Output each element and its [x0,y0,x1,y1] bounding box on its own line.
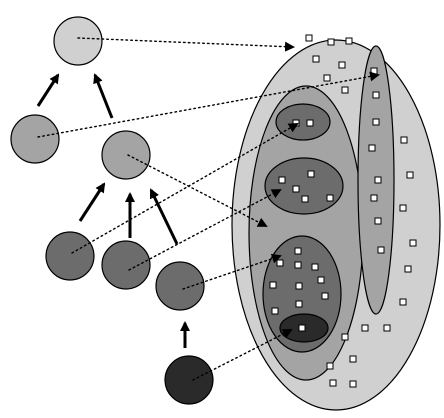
edge-right-child-to-root [93,73,114,119]
point [305,34,313,42]
point [295,300,303,308]
point [326,194,334,202]
mapping-right-child-to-left-mid [127,154,268,227]
point [372,118,380,126]
point [278,176,286,184]
point [349,380,357,388]
point [341,333,349,341]
point [374,176,382,184]
edge-leaf-c-to-right-child [149,188,179,245]
mapping-root-to-outer [77,37,295,52]
point [329,379,337,387]
point [306,119,314,127]
point [298,324,306,332]
tree-nodes [10,16,214,405]
point [294,247,302,255]
point [338,61,346,69]
mapping-bottom-to-core [192,329,293,381]
data-points [269,34,417,388]
point [307,170,315,178]
point [361,324,369,332]
point [311,263,319,271]
node-right-child [101,130,151,180]
region-small-top [275,103,331,141]
point [321,292,329,300]
point [370,194,378,202]
point [269,281,277,289]
point [341,86,349,94]
point [400,136,408,144]
mapping-leaf-b-to-middle [128,189,282,271]
point [327,38,335,46]
point [317,276,325,284]
point [404,265,412,273]
nested-regions [231,39,441,411]
point [271,307,279,315]
point [294,261,302,269]
point [349,355,357,363]
point [345,37,353,45]
point [276,259,284,267]
node-leaf-b [101,240,151,290]
point [368,144,376,152]
mapping-arrows [37,37,380,381]
point [377,246,385,254]
node-root [53,16,103,66]
region-middle [264,157,344,215]
point [374,217,382,225]
point [301,195,309,203]
point [312,55,320,63]
node-bottom [164,355,214,405]
point [399,204,407,212]
point [292,185,300,193]
node-leaf-a [45,231,95,281]
edge-left-child-to-root [36,73,60,107]
point [295,282,303,290]
mapping-left-child-to-tall-right [37,71,380,138]
point [383,324,391,332]
point [326,362,334,370]
point [406,171,414,179]
tree-edges [36,73,190,348]
point [370,67,378,75]
mapping-leaf-a-to-small-top [71,123,299,254]
point [399,298,407,306]
node-leaf-c [155,261,205,311]
point [409,239,417,247]
point [372,91,380,99]
edge-leaf-a-to-right-child [78,182,106,222]
point [323,74,331,82]
node-left-child [10,114,60,164]
